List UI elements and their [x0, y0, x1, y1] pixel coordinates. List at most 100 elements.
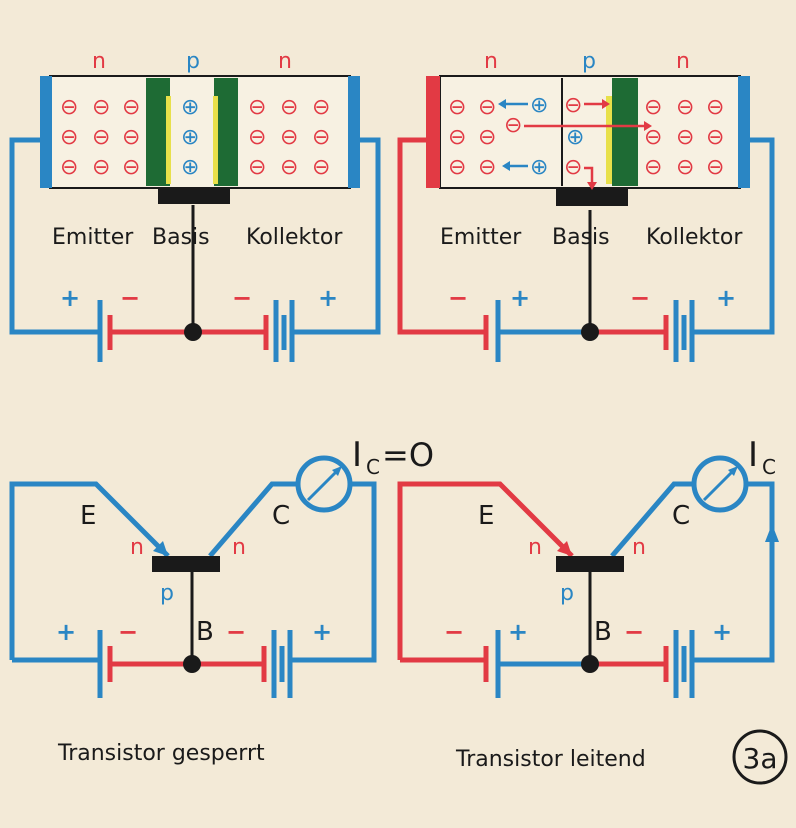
- label-emitter: Emitter: [52, 225, 134, 250]
- meter-to-battery-wire: [290, 481, 377, 663]
- charges-base: ⊕ ⊕ ⊕: [181, 95, 199, 180]
- wire-right-outer: [692, 137, 775, 335]
- collector-lead: [208, 481, 298, 558]
- battery-sign-3: −: [226, 618, 246, 646]
- emitter-arrow: [153, 541, 168, 556]
- region-n-left: n: [484, 49, 498, 74]
- battery-sign-4: +: [312, 618, 332, 646]
- meter-label-i: I: [748, 435, 758, 475]
- base-node: [581, 655, 599, 673]
- emitter-lead: [9, 481, 170, 660]
- junction-left-yellow: [166, 96, 171, 184]
- ammeter: [295, 455, 353, 513]
- svg-text:⊖: ⊖: [60, 125, 78, 150]
- region-n2: n: [632, 535, 646, 560]
- meter-to-battery-wire: [692, 481, 775, 663]
- pin-c: C: [272, 501, 290, 531]
- battery-right: [263, 300, 295, 362]
- svg-text:⊖: ⊖: [676, 95, 694, 120]
- svg-text:⊖: ⊖: [644, 95, 662, 120]
- battery-sign-4: +: [716, 284, 736, 312]
- pin-e: E: [80, 501, 96, 531]
- emitter-lead: [397, 481, 574, 660]
- junction-right: [612, 78, 638, 186]
- label-basis: Basis: [152, 225, 210, 250]
- svg-text:⊖: ⊖: [280, 125, 298, 150]
- svg-text:⊖: ⊖: [644, 125, 662, 150]
- svg-text:⊕: ⊕: [566, 125, 584, 150]
- battery-left: [97, 630, 113, 698]
- battery-right: [663, 630, 695, 698]
- emitter-contact: [40, 76, 52, 188]
- crystal-body: [49, 75, 351, 189]
- pin-e: E: [478, 501, 494, 531]
- svg-text:⊖: ⊖: [92, 155, 110, 180]
- caption: Transistor leitend: [455, 747, 646, 772]
- region-p: p: [186, 49, 200, 74]
- junction-right-yellow: [213, 96, 218, 184]
- ammeter: [691, 455, 749, 513]
- emitter-arrow: [557, 541, 572, 556]
- battery-sign-2: +: [508, 618, 528, 646]
- panel-top-left: + − − + n p n ⊖⊖⊖ ⊖⊖⊖ ⊖⊖⊖ ⊕⊕⊕ ⊖⊖⊖ ⊖⊖⊖ ⊖⊖…: [9, 49, 381, 362]
- svg-text:⊖: ⊖: [676, 155, 694, 180]
- svg-text:⊕: ⊕: [181, 95, 199, 120]
- battery-sign-2: −: [118, 618, 138, 646]
- panel-bottom-right: I C − + − + E C B n n p Transistor leite…: [397, 435, 779, 772]
- carrier-arrows: [498, 99, 652, 190]
- junction-right-yellow: [606, 96, 612, 184]
- battery-left: [97, 300, 113, 362]
- collector-contact: [348, 76, 360, 188]
- svg-text:⊖: ⊖: [60, 155, 78, 180]
- base-plate: [556, 556, 624, 572]
- svg-text:⊖: ⊖: [280, 155, 298, 180]
- region-p: p: [160, 581, 174, 606]
- label-emitter: Emitter: [440, 225, 522, 250]
- pin-c: C: [672, 501, 690, 531]
- svg-text:⊖: ⊖: [676, 125, 694, 150]
- charges-collector: ⊖⊖⊖ ⊖⊖⊖ ⊖⊖⊖: [644, 95, 724, 180]
- svg-text:⊕: ⊕: [181, 155, 199, 180]
- battery-right: [663, 300, 695, 362]
- label-kollektor: Kollektor: [646, 225, 743, 250]
- meter-label-sub: C: [366, 455, 380, 479]
- base-contact: [158, 188, 230, 204]
- svg-text:⊕: ⊕: [181, 125, 199, 150]
- region-p: p: [582, 49, 596, 74]
- battery-sign-3: −: [232, 284, 252, 312]
- collector-contact: [738, 76, 750, 188]
- meter-label-value: =O: [382, 436, 434, 474]
- label-kollektor: Kollektor: [246, 225, 343, 250]
- svg-text:⊖: ⊖: [122, 155, 140, 180]
- battery-sign-2: −: [120, 284, 140, 312]
- emitter-contact: [426, 76, 440, 188]
- panel-bottom-left: I C =O + − − + E C B n n p Transistor ge…: [9, 435, 434, 766]
- svg-text:⊖: ⊖: [312, 125, 330, 150]
- svg-text:⊖: ⊖: [248, 95, 266, 120]
- base-contact: [556, 188, 628, 206]
- svg-text:⊖: ⊖: [706, 95, 724, 120]
- charges-base-electrons: ⊖⊖: [564, 93, 582, 180]
- pin-b: B: [196, 617, 214, 647]
- svg-text:⊖: ⊖: [92, 95, 110, 120]
- region-n2: n: [232, 535, 246, 560]
- battery-left: [483, 630, 501, 698]
- battery-sign-3: −: [630, 284, 650, 312]
- caption: Transistor gesperrt: [57, 741, 265, 766]
- base-node: [183, 655, 201, 673]
- battery-left: [483, 300, 501, 362]
- label-basis: Basis: [552, 225, 610, 250]
- svg-text:⊖: ⊖: [448, 155, 466, 180]
- figure-number-badge: 3a: [732, 729, 788, 785]
- svg-text:⊖: ⊖: [448, 125, 466, 150]
- region-n1: n: [528, 535, 542, 560]
- region-n-left: n: [92, 49, 106, 74]
- battery-sign-1: +: [60, 284, 80, 312]
- charges-collector: ⊖⊖⊖ ⊖⊖⊖ ⊖⊖⊖: [248, 95, 330, 180]
- charges-emitter: ⊖⊖⊖ ⊖⊖⊖ ⊖⊖⊖: [60, 95, 140, 180]
- svg-text:⊖: ⊖: [478, 155, 496, 180]
- svg-text:⊖: ⊖: [448, 95, 466, 120]
- battery-sign-2: +: [510, 284, 530, 312]
- svg-text:⊖: ⊖: [706, 155, 724, 180]
